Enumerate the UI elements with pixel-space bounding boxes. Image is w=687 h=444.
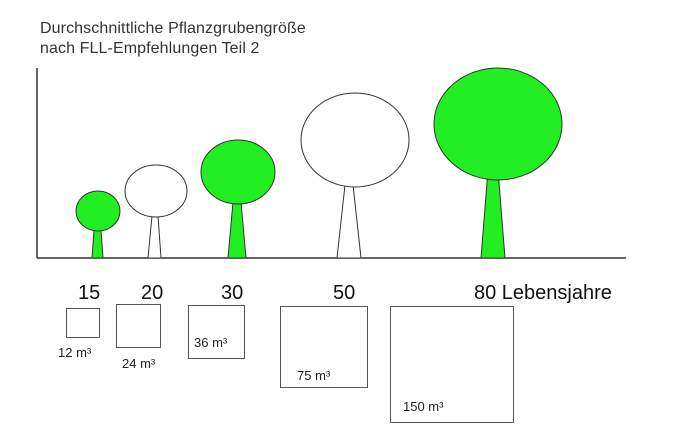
diagram-title-line-1: Durchschnittliche Pflanzgrubengröße (40, 20, 306, 37)
volume-box-24 (116, 304, 161, 348)
tree-trunk (147, 215, 162, 259)
volume-label-150: 150 m³ (403, 399, 444, 414)
volume-label-24: 24 m³ (122, 356, 156, 371)
tree-crown (433, 67, 563, 181)
volume-label-12: 12 m³ (58, 345, 92, 360)
volume-box-36 (188, 305, 245, 359)
age-label-50: 50 (333, 282, 356, 304)
tree-crown (300, 92, 410, 188)
volume-box-12 (66, 308, 100, 338)
tree-trunk (336, 184, 362, 259)
tree-trunk (480, 169, 506, 259)
tree-crown (75, 190, 121, 232)
age-label-80: 80 Lebensjahre (474, 282, 612, 304)
age-label-15: 15 (78, 282, 101, 304)
age-label-30: 30 (221, 282, 244, 304)
tree-trunk (227, 201, 247, 259)
volume-box-75 (280, 306, 368, 388)
volume-label-36: 36 m³ (194, 335, 228, 350)
volume-box-150 (390, 306, 514, 423)
tree-30 (200, 139, 276, 259)
tree-crown (124, 164, 188, 218)
tree-crown (200, 139, 276, 205)
diagram-title-line-2: nach FLL-Empfehlungen Teil 2 (40, 40, 260, 57)
age-label-20: 20 (141, 282, 164, 304)
tree-80 (433, 67, 563, 259)
tree-trunk (91, 229, 104, 259)
tree-15 (75, 190, 121, 259)
tree-20 (124, 164, 188, 259)
tree-50 (300, 92, 410, 259)
volume-label-75: 75 m³ (297, 368, 331, 383)
